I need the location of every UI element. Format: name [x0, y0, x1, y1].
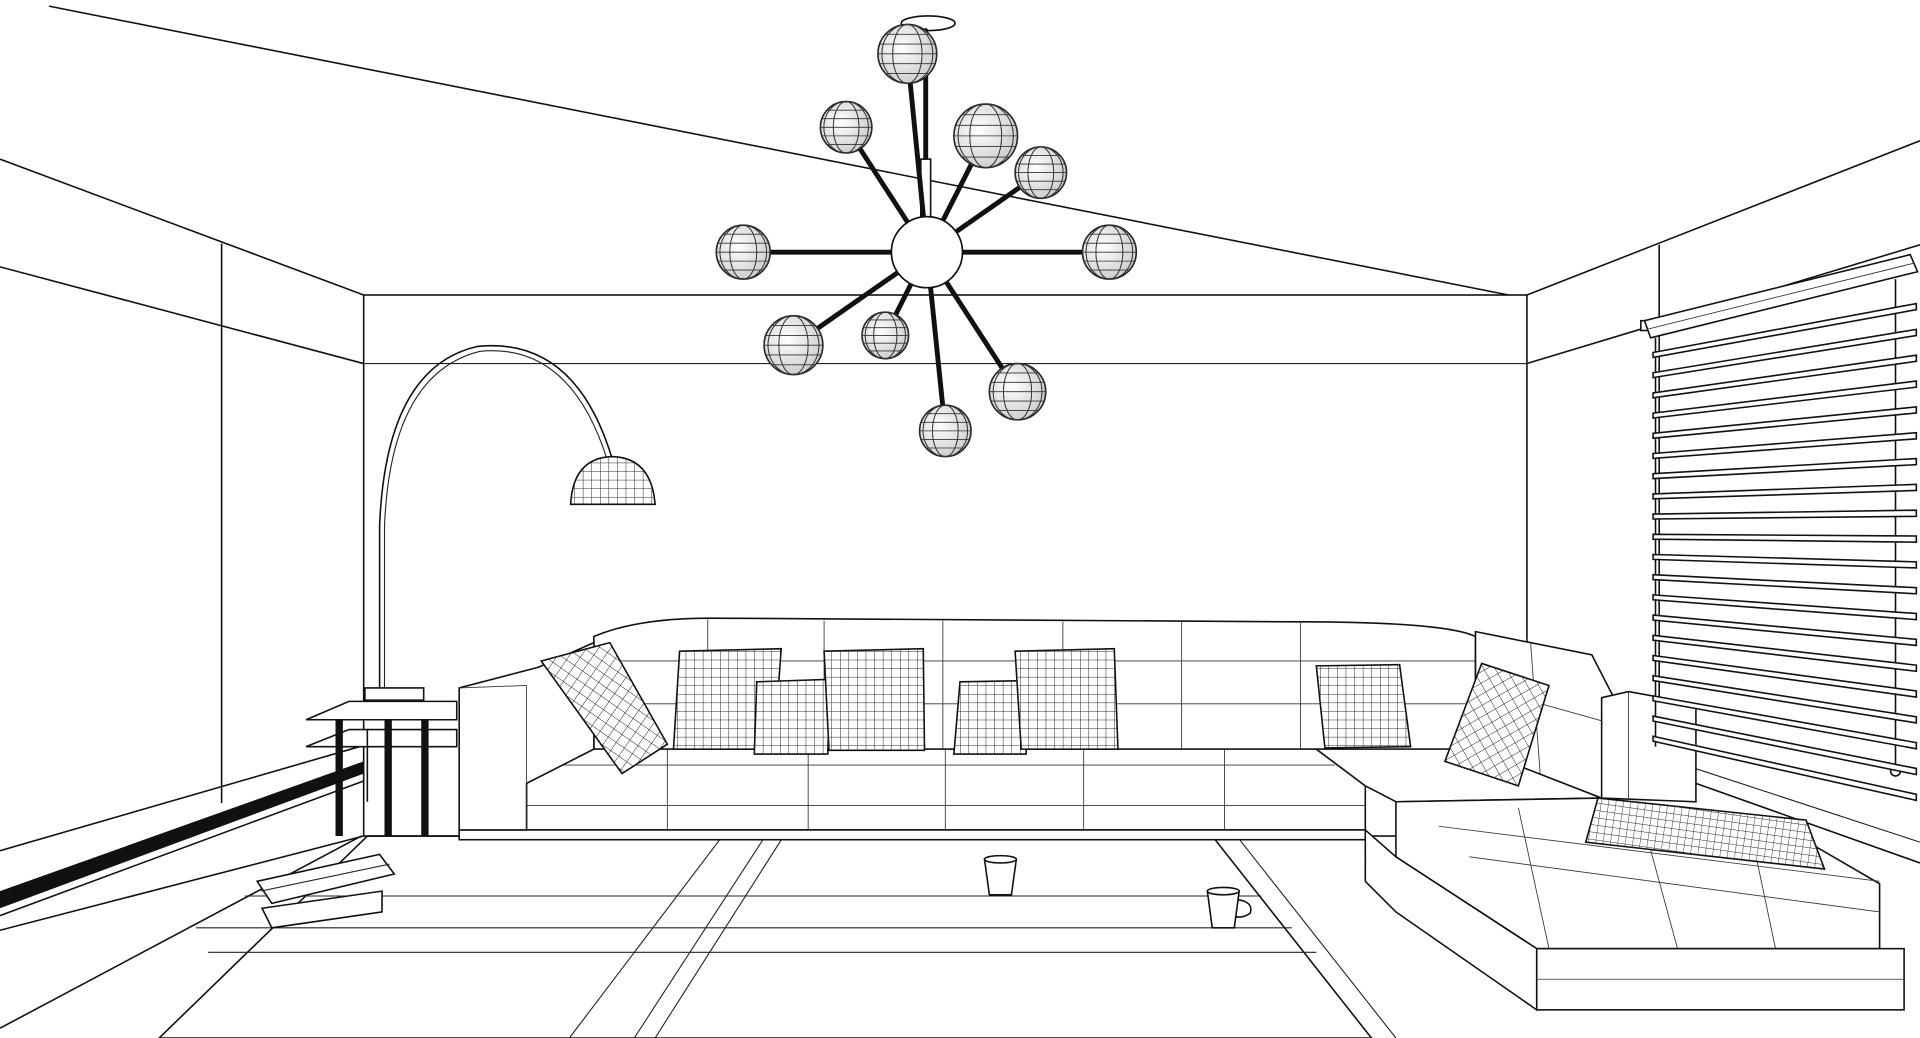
pillow — [1315, 663, 1412, 749]
blind-slat — [1652, 533, 1918, 543]
chandelier-globe — [918, 404, 972, 458]
pillow — [1014, 647, 1119, 750]
pillow — [753, 678, 832, 755]
chandelier-globe — [1081, 224, 1138, 280]
chandelier-globe — [819, 100, 873, 154]
left-baseboard — [0, 761, 364, 917]
chandelier-globe — [953, 103, 1019, 169]
blind-slat — [1652, 405, 1918, 440]
pillow — [672, 647, 783, 750]
chandelier-globe — [861, 311, 910, 360]
sputnik-chandelier — [715, 15, 1138, 458]
blind-slat — [1652, 654, 1918, 699]
blind-slat — [1652, 573, 1918, 595]
throw-pillows — [539, 641, 1826, 871]
chandelier-globe — [715, 224, 771, 280]
pillow — [1443, 662, 1550, 787]
pillow — [1584, 797, 1826, 871]
chandelier-globe — [1014, 146, 1068, 200]
chandelier-globe — [877, 23, 938, 85]
blind-slat — [1652, 380, 1918, 419]
blind-slat — [1652, 302, 1918, 359]
blind-slat — [1652, 735, 1918, 802]
pillow — [539, 641, 669, 775]
blind-slat — [1652, 328, 1918, 379]
blind-slat — [1652, 431, 1918, 460]
blind-slat — [1652, 457, 1918, 480]
pillow — [953, 679, 1030, 755]
pillow — [823, 647, 926, 752]
chandelier-globe — [763, 315, 824, 376]
arc-floor-lamp — [364, 344, 656, 701]
blind-slat — [1652, 674, 1918, 724]
blind-slat — [1652, 614, 1918, 647]
book-stack — [255, 853, 396, 929]
blind-slat — [1652, 553, 1918, 569]
coffee-mug — [983, 854, 1018, 896]
chandelier-hub — [890, 215, 964, 289]
blind-slat — [1652, 354, 1918, 399]
chandelier-globe — [988, 362, 1047, 421]
side-table — [305, 700, 458, 837]
blind-slat — [1652, 594, 1918, 621]
blind-slat — [1652, 715, 1918, 776]
blind-slat — [1652, 694, 1918, 750]
floor-rug — [0, 835, 1397, 1038]
blind-slat — [1652, 509, 1918, 520]
blind-slat — [1652, 634, 1918, 673]
window-blinds — [1640, 253, 1919, 802]
blind-slat — [1652, 483, 1918, 500]
coffee-mug — [1206, 886, 1252, 929]
